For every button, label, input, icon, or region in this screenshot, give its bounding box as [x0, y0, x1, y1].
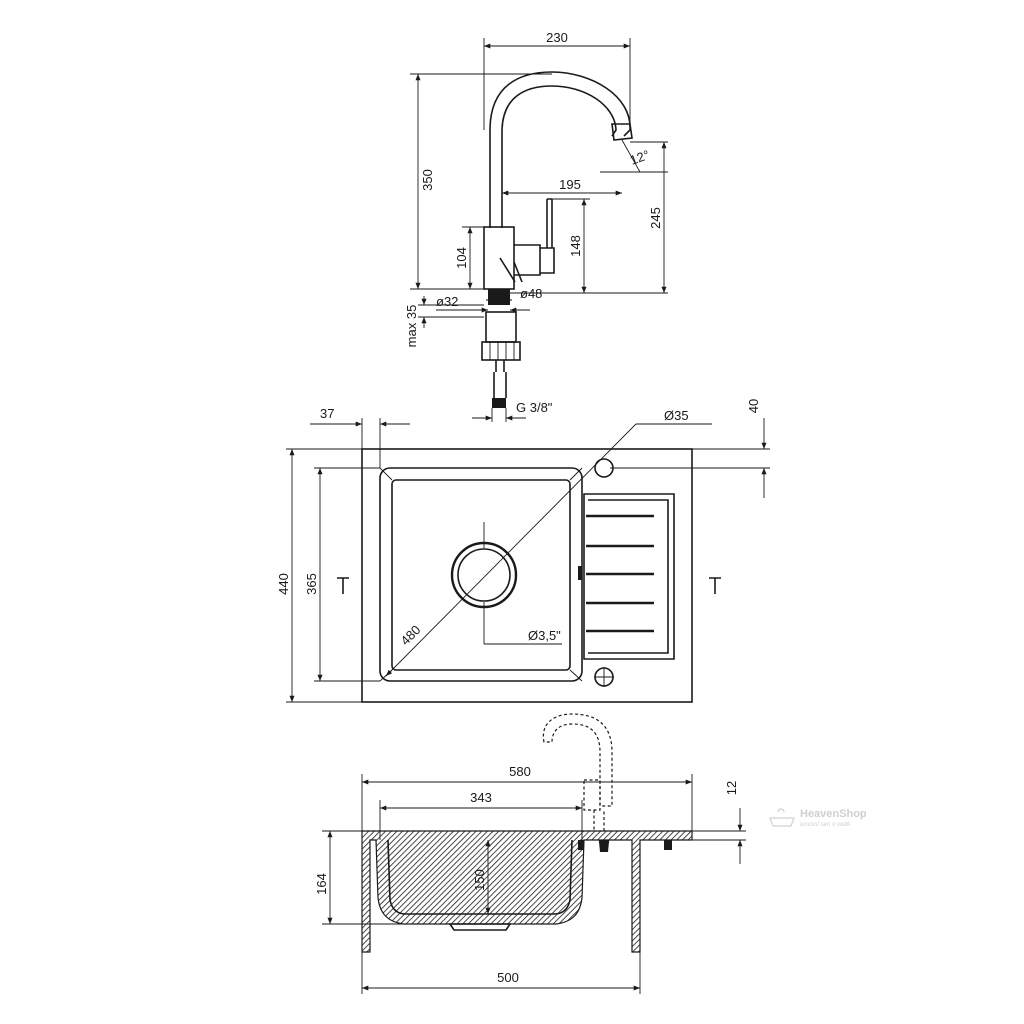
- drain-flange: [448, 923, 512, 931]
- faucet-view: 230 350 195 12° 245 148 104 ø32 ø48: [404, 30, 668, 422]
- faucet-ghost: [542, 713, 613, 807]
- drain-inner: [457, 548, 511, 602]
- dim-faucet-height: 350: [420, 169, 435, 191]
- bowl-inner: [391, 479, 571, 671]
- dim-base-outer: ø48: [520, 286, 542, 301]
- sink-outline: [361, 448, 693, 703]
- drain-outer: [450, 541, 518, 609]
- watermark-brand: HeavenShop: [800, 808, 867, 820]
- watermark-logo: HeavenShop luxusní sen o vodě: [769, 808, 867, 828]
- dim-hole-diameter: Ø35: [664, 408, 689, 423]
- dim-base-width: 500: [497, 970, 519, 985]
- section-mark-left: [337, 577, 349, 594]
- dim-body-height: 104: [454, 247, 469, 269]
- dim-base-inner: ø32: [436, 294, 458, 309]
- faucet-handle: [499, 198, 555, 283]
- dim-thickness: 12: [724, 781, 739, 795]
- dim-bowl-width: 343: [470, 790, 492, 805]
- dim-faucet-reach: 195: [559, 177, 581, 192]
- dim-thread: G 3/8": [516, 400, 553, 415]
- drainer-ribs: [586, 514, 654, 633]
- dim-bowl-depth: 365: [304, 573, 319, 595]
- hose-fitting: [492, 398, 506, 408]
- dim-section-height: 164: [314, 873, 329, 895]
- sink-section-view: 580 343 150 164 12 500: [314, 713, 746, 994]
- dim-drain: Ø3,5": [528, 628, 561, 643]
- bowl-inner-line: [387, 839, 573, 915]
- dim-faucet-width: 230: [546, 30, 568, 45]
- section-mark-right: [709, 577, 721, 594]
- supply-hose: [493, 360, 507, 398]
- dim-sink-depth: 440: [276, 573, 291, 595]
- mount-cap: [481, 341, 521, 361]
- faucet-base: [488, 289, 510, 305]
- dim-total-width: 580: [509, 764, 531, 779]
- dim-handle-height: 148: [568, 235, 583, 257]
- faucet-body: [483, 226, 515, 290]
- mount-nut: [485, 311, 517, 343]
- dim-bowl-section-depth: 150: [472, 869, 487, 891]
- bowl-outer: [379, 467, 583, 682]
- watermark-tagline: luxusní sen o vodě: [800, 822, 851, 828]
- dim-diagonal: 480: [398, 622, 424, 648]
- dim-hole-offset: 40: [746, 399, 761, 413]
- dim-mount-thickness: max 35: [404, 305, 419, 348]
- mount-cap-ribs: [489, 342, 515, 360]
- dim-spout-angle: 12°: [628, 147, 652, 168]
- drainer-board: [583, 493, 675, 660]
- bathtub-icon: [769, 808, 795, 827]
- sink-top-view: Ø3,5" 480 Ø35 37: [276, 399, 770, 703]
- dim-bowl-offset: 37: [320, 406, 334, 421]
- dim-spout-height: 245: [648, 207, 663, 229]
- spout-tip: [611, 123, 633, 141]
- faucet-spout: [489, 71, 631, 228]
- sink-shell: [361, 830, 693, 953]
